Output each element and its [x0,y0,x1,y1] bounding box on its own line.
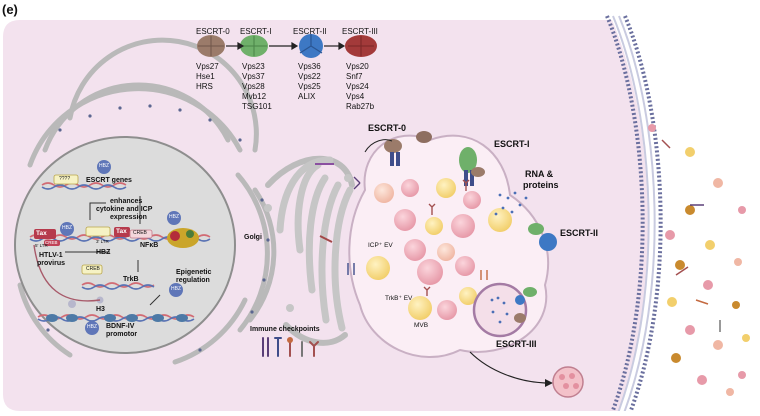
vesicle-receptors [347,176,488,296]
immune-checkpoint-glyphs [262,337,319,357]
vesicle-cargo [490,296,509,324]
provirus-label: provirus [37,260,66,267]
escrt2-icon [299,34,323,58]
rna-proteins-label-1: RNA & [525,169,554,179]
tax-tag-right: Tax [116,228,127,235]
protein-vps23: Vps23 [242,62,265,71]
rna-protein-cargo [494,191,528,216]
enhances-line-2: cytokine and ICP [96,206,153,213]
hbz-tag-mid: HBZ [62,225,72,231]
mvb-label: MVB [414,322,429,329]
h3-label: H3 [96,306,105,313]
nfkb-label: NFκB [140,242,159,249]
budding-vesicle [472,282,528,338]
protein-hrs: HRS [196,82,213,91]
protein-rab27b: Rab27b [346,102,375,111]
released-mvb [552,366,584,398]
protein-tsg101: TSG101 [242,102,272,111]
ltr5-label: 5' LTR [35,243,48,248]
enhances-line-1: enhances [110,198,143,205]
exocytosis-arrow [469,351,546,384]
protein-vps22: Vps22 [298,72,321,81]
escrt3-protein-list: Vps20 Snf7 Vps24 Vps4 Rab27b [346,62,374,112]
immune-checkpoints-label: Immune checkpoints [250,326,320,333]
protein-vps27: Vps27 [196,62,219,71]
escrt-cascade-arrows [226,41,346,51]
creb-tag-right: CREB [133,230,147,236]
escrt1-label: ESCRT-I [494,139,530,149]
escrt0-label: ESCRT-0 [368,123,407,133]
htlv1-label: HTLV-1 [39,252,63,259]
escrt3-label: ESCRT-III [496,339,537,349]
icp-ev-label: ICP⁺ EV [368,242,393,249]
tax-tag-left: Tax [36,230,47,237]
escrt2-heading: ESCRT-II [293,27,327,36]
protein-vps25: Vps25 [298,82,321,91]
escrt1-protein-list: Vps23 Vps37 Vps28 Mvb12 TSG101 [242,62,272,112]
ltr3-label: 3' LTR [96,239,109,244]
bdnf-line-1: BDNF-IV [106,323,135,330]
hbz-arrow-label: HBZ [96,249,111,256]
extracellular-receptors [661,139,721,332]
golgi-label: Golgi [244,234,262,241]
escrt0-at-mvb [364,131,432,166]
escrt0-protein-list: Vps27 Hse1 HRS [196,62,219,92]
protein-snf7: Snf7 [346,72,363,81]
creb-tag-left: CREB [45,240,58,245]
enhances-line-3: expression [110,214,147,221]
endoplasmic-reticulum [17,37,277,365]
panel-label: (e) [2,2,18,17]
trkb-label: TrkB [123,276,139,283]
creb-tag-bottom: CREB [86,266,100,272]
hbz-tag-epigenetic: HBZ [171,286,181,292]
escrt-genes-label: ESCRT genes [86,177,132,184]
unknown-factor: ???? [59,176,71,182]
golgi-cargo [315,163,334,243]
trkb-ev-label: TrkB⁺ EV [385,295,413,302]
rna-proteins-label-2: proteins [523,180,559,190]
nucleosomes [46,314,188,322]
escrt3-icon [345,35,377,57]
golgi-apparatus [264,155,355,346]
escrt3-at-mvb [514,287,537,323]
epigenetic-line-2: regulation [176,277,210,284]
escrt3-heading: ESCRT-III [342,27,378,36]
protein-hse1: Hse1 [196,72,215,81]
nucleus-arrows [33,196,161,306]
escrt2-protein-list: Vps36 Vps22 Vps25 ALIX [298,62,321,102]
escrt2-at-mvb [528,223,557,251]
epigenetic-line-1: Epigenetic [176,269,212,276]
protein-vps28: Vps28 [242,82,265,91]
protein-mvb12: Mvb12 [242,92,267,101]
escrt2-label: ESCRT-II [560,228,599,238]
plasma-membrane [605,15,663,414]
extracellular-vesicles [648,124,750,396]
released-mvb-cargo [559,373,579,389]
protein-alix: ALIX [298,92,316,101]
protein-vps37: Vps37 [242,72,265,81]
escrt0-icon [197,35,225,57]
escrt1-icon [240,35,268,57]
escrt0-heading: ESCRT-0 [196,27,230,36]
hbz-tag-bottom: HBZ [87,324,97,330]
escrt1-at-mvb [459,147,485,186]
protein-vps24: Vps24 [346,82,369,91]
nuclear-proteins [34,160,199,335]
protein-vps20: Vps20 [346,62,369,71]
protein-vps4: Vps4 [346,92,365,101]
intraluminal-vesicles [366,178,512,320]
hbz-tag-right: HBZ [169,214,179,220]
hbz-tag-top: HBZ [99,163,109,169]
escrt1-heading: ESCRT-I [240,27,272,36]
protein-vps36: Vps36 [298,62,321,71]
bdnf-line-2: promotor [106,331,138,338]
